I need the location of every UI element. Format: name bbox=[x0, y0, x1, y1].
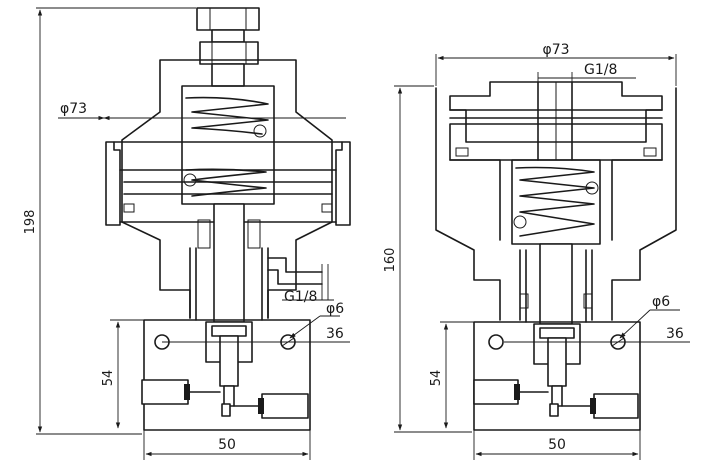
right-inlet-port bbox=[473, 379, 519, 405]
right-hole-diameter-label: φ6 bbox=[652, 294, 670, 310]
left-outlet-port bbox=[261, 393, 309, 419]
left-spring-chamber bbox=[181, 85, 275, 205]
left-port-thread-label: G1/8 bbox=[284, 289, 317, 305]
left-hole-diameter-label: φ6 bbox=[326, 301, 344, 317]
right-base-width-label: 50 bbox=[548, 437, 566, 453]
right-view: φ73 G1/8 160 φ6 36 54 50 bbox=[383, 42, 690, 460]
right-outlet-port bbox=[593, 393, 639, 419]
left-inlet-port bbox=[141, 379, 189, 405]
left-hole-spacing-label: 36 bbox=[326, 326, 344, 342]
right-stem bbox=[539, 243, 573, 325]
right-diameter-body-label: φ73 bbox=[542, 42, 569, 58]
right-base-height-label: 54 bbox=[429, 370, 444, 387]
right-body-outline bbox=[435, 87, 677, 321]
right-hole-spacing-label: 36 bbox=[666, 326, 684, 342]
left-view: 198 φ73 G1/8 φ6 36 54 50 bbox=[23, 7, 351, 460]
left-diameter-body-label: φ73 bbox=[60, 101, 87, 117]
right-spring bbox=[515, 166, 595, 237]
right-base-block bbox=[473, 321, 641, 431]
right-port-thread-label: G1/8 bbox=[584, 62, 617, 78]
left-height-total-label: 198 bbox=[23, 210, 38, 235]
left-upper-spring bbox=[185, 96, 269, 135]
left-lower-spring bbox=[185, 168, 267, 197]
left-base-width-label: 50 bbox=[218, 437, 236, 453]
right-height-total-label: 160 bbox=[383, 248, 398, 273]
left-base-height-label: 54 bbox=[101, 370, 116, 387]
left-stem bbox=[213, 203, 245, 323]
left-adjust-nut bbox=[196, 7, 260, 87]
left-base-block bbox=[143, 319, 311, 431]
